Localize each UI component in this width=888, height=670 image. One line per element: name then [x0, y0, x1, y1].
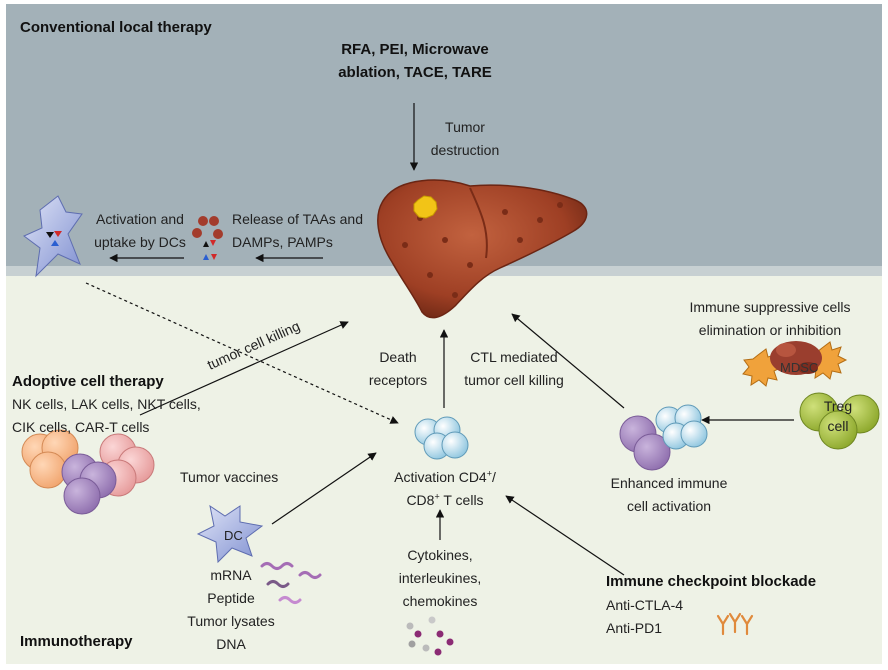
nucleic-acid-icons [260, 562, 322, 604]
tumor-vaccines-title: Tumor vaccines [180, 469, 279, 485]
vaccine-item: Peptide [207, 590, 255, 606]
immunotherapy-title: Immunotherapy [20, 633, 133, 650]
liver-illustration [377, 179, 588, 319]
checkpoint-blockade-title: Immune checkpoint blockade [606, 573, 817, 590]
dendritic-cell-vaccine [196, 504, 264, 564]
vaccine-item: mRNA [210, 567, 252, 583]
vaccine-types-list: mRNA Peptide Tumor lysates DNA [171, 564, 291, 656]
adoptive-cells-list: NK cells, LAK cells, NKT cells,CIK cells… [12, 396, 201, 435]
vaccine-item: Tumor lysates [187, 613, 275, 629]
antibody-icons [716, 612, 754, 636]
mdsc-label: MDSC [780, 360, 819, 375]
arrow-dc-to-tcells-dashed [85, 282, 399, 424]
treg-cells-icon [799, 392, 880, 450]
conventional-therapy-title: Conventional local therapy [20, 19, 212, 36]
enhanced-immune-cells-icon [619, 404, 708, 471]
vaccine-item: DNA [216, 636, 246, 652]
dendritic-cell-top [23, 195, 83, 278]
arrow-adoptive-to-liver [139, 321, 349, 416]
arrow-checkpoint-to-tcells [505, 495, 625, 576]
tumor-icon [413, 195, 438, 219]
adoptive-cells-cluster [21, 429, 155, 515]
arrow-enhanced-to-liver [511, 313, 625, 409]
arrow-vaccine-to-tcells [271, 452, 377, 525]
activation-tcells-label: Activation CD4+/ CD8+ T cells [394, 468, 496, 508]
mdsc-cells-icon [742, 341, 848, 387]
adoptive-therapy-title: Adoptive cell therapy [12, 373, 164, 390]
antigen-release-icon [192, 216, 223, 260]
cytokine-dots-icon [406, 616, 454, 656]
t-cell-cluster [414, 416, 469, 460]
cytokines-label: Cytokines,interleukines,chemokines [398, 547, 482, 609]
dc-label: DC [224, 528, 243, 543]
